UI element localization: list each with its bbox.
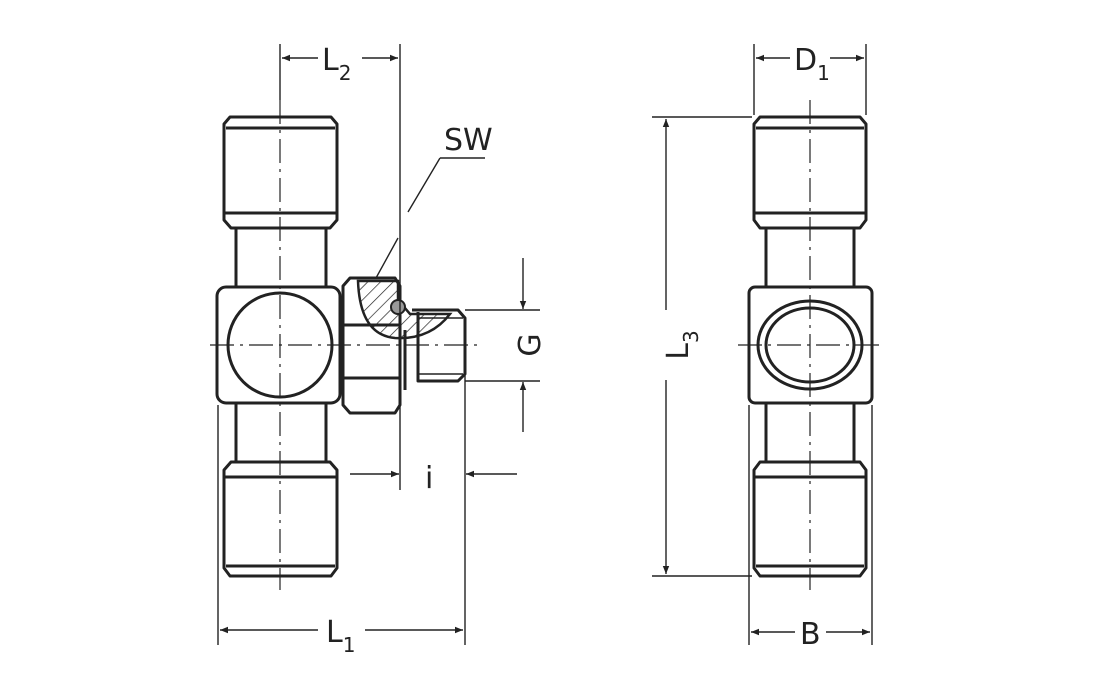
dim-B-label: B xyxy=(800,617,821,652)
side-view xyxy=(738,100,884,590)
lower-neck xyxy=(234,403,328,462)
dim-L2-label: L2 xyxy=(322,43,351,85)
upper-neck xyxy=(764,228,856,287)
top-cap xyxy=(752,115,868,230)
dim-D1-label: D1 xyxy=(794,43,830,85)
dim-L1-label: L1 xyxy=(326,615,355,657)
dim-SW-label: SW xyxy=(444,123,493,158)
dim-L3-label: L3 xyxy=(661,330,703,359)
side-dimensions: D1 L3 B xyxy=(652,43,873,652)
o-ring-seal xyxy=(390,299,406,315)
lower-neck xyxy=(764,403,856,462)
bottom-cap xyxy=(222,460,339,578)
bottom-cap xyxy=(752,460,868,578)
dim-G-label: G xyxy=(513,333,548,356)
front-dimensions: L2 SW G i L1 xyxy=(217,43,548,657)
top-cap xyxy=(222,115,339,230)
body-block xyxy=(215,285,342,405)
dim-i-label: i xyxy=(425,461,433,496)
upper-neck xyxy=(234,228,328,287)
front-view xyxy=(210,100,480,590)
